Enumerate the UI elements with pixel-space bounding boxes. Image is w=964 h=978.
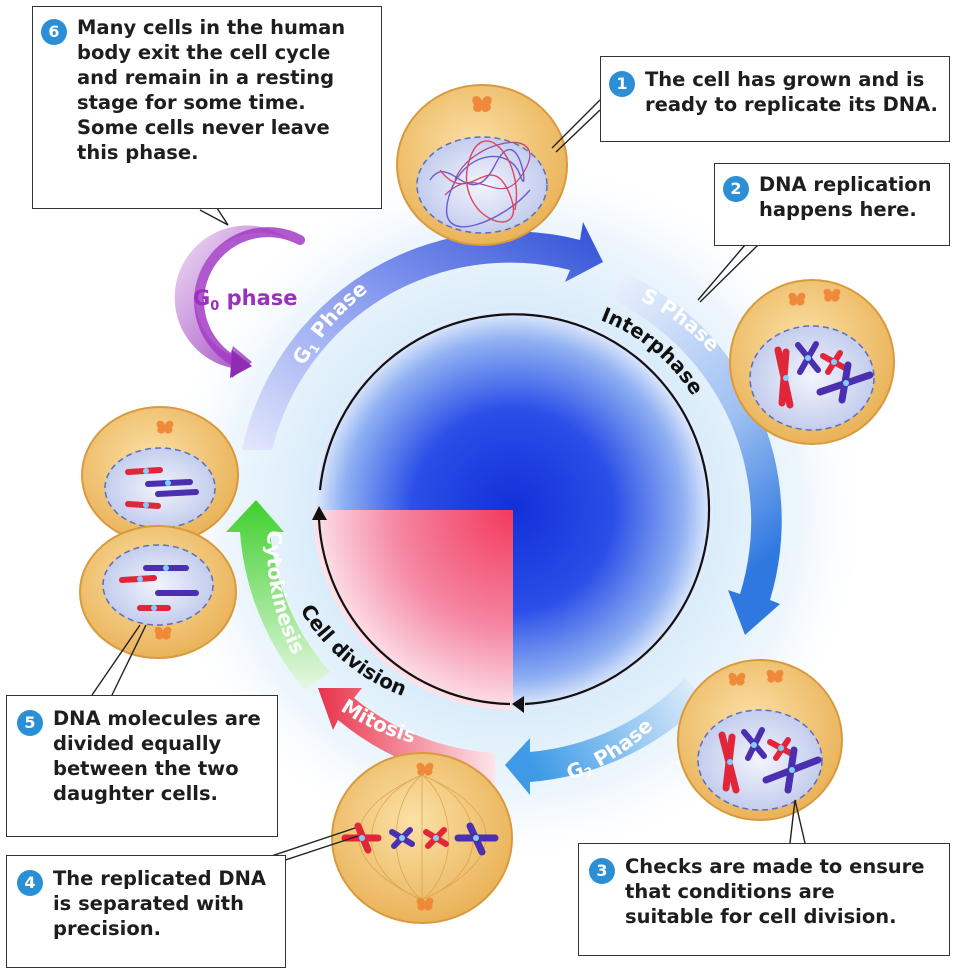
s-phase-arrow xyxy=(608,270,782,635)
inner-arrow-division xyxy=(317,519,511,706)
cell-division-wedge xyxy=(313,510,513,710)
cell-mitosis xyxy=(331,752,513,924)
cell-s-phase xyxy=(729,279,895,445)
callout-4: 4 The replicated DNA is separated with p… xyxy=(6,855,286,968)
callout-1: 1 The cell has grown and is ready to rep… xyxy=(600,56,950,142)
g1-phase-arrow xyxy=(242,222,603,450)
callout-number-6: 6 xyxy=(41,19,67,45)
pointer-6 xyxy=(199,204,229,226)
callout-text-1: The cell has grown and is ready to repli… xyxy=(645,68,938,116)
callout-text-3: Checks are made to ensure that condition… xyxy=(625,855,925,928)
callout-2: 2 DNA replication happens here. xyxy=(714,163,950,246)
pointer-1 xyxy=(551,99,601,153)
g0-label: G0 phase xyxy=(193,286,298,314)
pointer-3 xyxy=(789,799,806,844)
callout-number-3: 3 xyxy=(589,858,615,884)
callout-text-2: DNA replication happens here. xyxy=(759,173,932,221)
callout-text-4: The replicated DNA is separated with pre… xyxy=(53,867,266,940)
g0-phase-arrow xyxy=(174,225,290,378)
cell-g2-phase xyxy=(677,659,843,821)
inner-arrow-head-bottom xyxy=(512,696,524,713)
g0-arrow-head xyxy=(230,350,252,378)
callout-text-6: Many cells in the human body exit the ce… xyxy=(77,16,346,164)
pointer-5 xyxy=(91,624,147,696)
callout-number-5: 5 xyxy=(17,710,43,736)
inner-cycle-line xyxy=(318,313,711,706)
callout-text-5: DNA molecules are divided equally betwee… xyxy=(53,707,261,805)
callout-number-1: 1 xyxy=(609,71,635,97)
daughter-cell-bottom xyxy=(79,525,237,659)
centrosome xyxy=(472,96,492,112)
inner-arrow-head-left xyxy=(312,506,327,520)
cytokinesis-arrow xyxy=(226,500,330,690)
g0-arc-ring xyxy=(194,227,305,367)
cell-g1 xyxy=(396,84,568,246)
callout-number-2: 2 xyxy=(723,176,749,202)
callout-6: 6 Many cells in the human body exit the … xyxy=(32,6,382,209)
daughter-cell-top xyxy=(81,406,239,544)
callout-5: 5 DNA molecules are divided equally betw… xyxy=(6,695,278,837)
callout-3: 3 Checks are made to ensure that conditi… xyxy=(578,843,950,956)
g2-phase-arrow xyxy=(505,678,705,795)
pointer-2 xyxy=(697,244,759,303)
callout-number-4: 4 xyxy=(17,870,43,896)
